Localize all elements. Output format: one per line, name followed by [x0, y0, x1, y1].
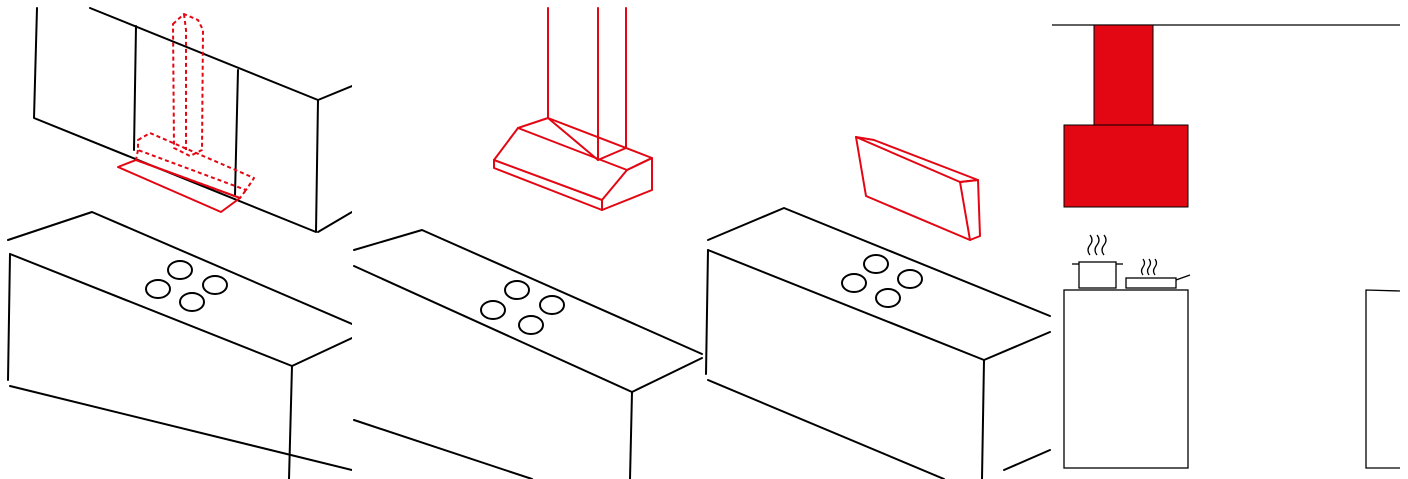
burner [897, 269, 923, 289]
wall-cabinet-outline [33, 7, 319, 233]
counter-unit-edge [1365, 289, 1401, 469]
hood-body [1063, 124, 1189, 208]
burner [841, 273, 867, 293]
island-hood [1063, 24, 1189, 208]
panel-angled-hood [704, 0, 1052, 479]
pan [1125, 277, 1177, 289]
burner [145, 279, 171, 299]
burner [480, 300, 506, 320]
integrated-hood-visor [117, 159, 241, 213]
cooking-pots [1072, 234, 1191, 289]
burner [167, 260, 193, 280]
burner [863, 254, 889, 274]
burner [179, 292, 205, 312]
integrated-hood-illustration [7, 7, 352, 479]
burner [875, 288, 901, 308]
counter-with-hob [7, 211, 352, 479]
burner [539, 295, 565, 315]
burner [202, 275, 228, 295]
island-hood-illustration [1052, 24, 1401, 469]
angled-hood-illustration [705, 136, 1051, 479]
angled-hood [855, 136, 981, 241]
chimney-hood [493, 7, 653, 211]
island-unit [1063, 289, 1189, 469]
hood-chimney [1093, 24, 1154, 127]
counter-with-hob [705, 207, 1051, 479]
chimney-hood-illustration [353, 7, 703, 479]
burner [504, 280, 530, 300]
counter-with-hob [353, 229, 703, 479]
panel-chimney-hood [352, 0, 704, 479]
pot [1078, 261, 1117, 289]
panel-island-hood [1052, 0, 1408, 479]
burner [518, 315, 544, 335]
steam-icon [1140, 258, 1146, 276]
panel-integrated-hood [0, 0, 352, 479]
steam-icon [1087, 234, 1093, 256]
